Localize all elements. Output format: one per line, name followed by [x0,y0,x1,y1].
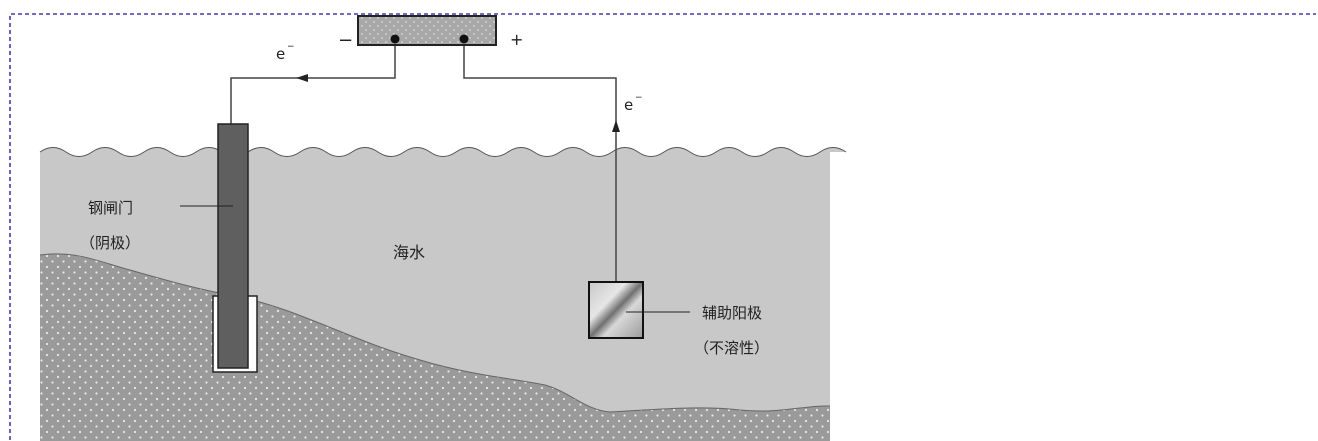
insoluble-label: （不溶性） [694,339,769,357]
positive-sign: + [510,30,523,49]
cathode-label: （阴极） [80,234,140,252]
seawater-label: 海水 [393,243,425,262]
steel-gate-label: 钢闸门 [88,199,133,217]
electron-label-right: e [624,96,633,114]
dashed-frame [9,13,1316,440]
water-surface-wave [39,147,847,157]
negative-sign: − [338,30,353,51]
electron-charge-right: − [635,93,643,103]
electron-charge-left: − [287,42,295,52]
steel-gate [217,123,249,369]
auxiliary-anode-label: 辅助阳极 [702,304,762,322]
positive-terminal [459,34,469,44]
electron-label-left: e [276,45,285,63]
auxiliary-anode [588,281,644,339]
negative-terminal [390,34,400,44]
seabed-line [39,253,831,413]
wire-cathode [230,45,396,124]
power-supply [357,15,497,46]
wire-anode [463,45,617,282]
electron-flow-arrow-left [296,74,308,82]
electron-flow-arrow-up [612,120,620,132]
